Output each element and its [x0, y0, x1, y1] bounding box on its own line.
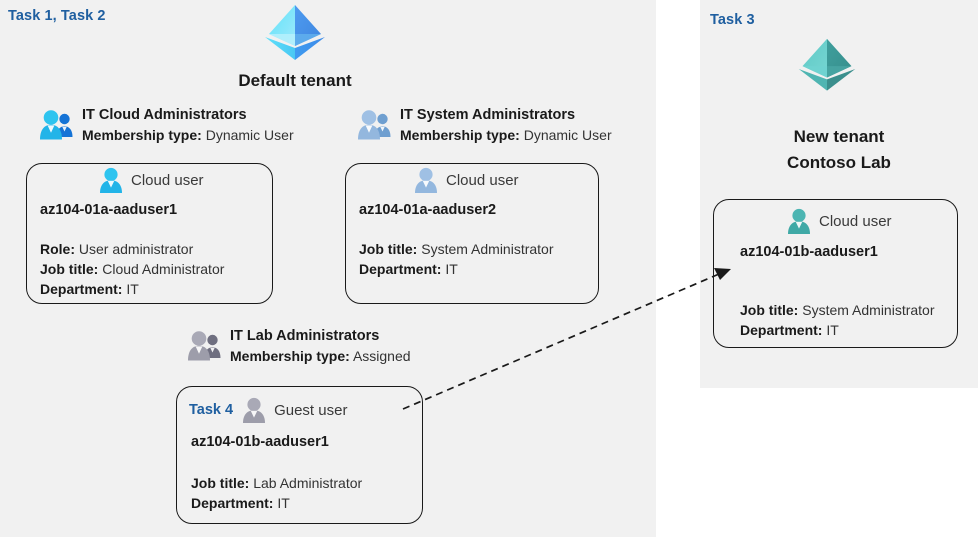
attr-label: Department: [40, 281, 123, 297]
task-label-1-2: Task 1, Task 2 [8, 8, 106, 24]
group-users-icon [38, 106, 76, 146]
attr-value: System Administrator [802, 302, 935, 318]
membership-value: Dynamic User [205, 127, 294, 143]
attr-value: IT [826, 322, 839, 338]
group-it-system-administrators: IT System Administrators Membership type… [356, 106, 612, 146]
attr-value: User administrator [78, 241, 194, 257]
membership-label: Membership type: [400, 127, 520, 143]
attr-label: Department: [191, 495, 274, 511]
attr-label: Job title: [191, 475, 250, 491]
user-upn: az104-01b-aaduser1 [740, 244, 878, 260]
group-membership: Membership type: Dynamic User [82, 125, 294, 145]
user-card-az104-01b-aaduser1-guest[interactable] [176, 386, 423, 524]
attr-value: IT [126, 281, 139, 297]
user-card-az104-01a-aaduser1[interactable] [26, 163, 273, 304]
attr-job-title: Job title: System Administrator [359, 239, 554, 259]
cloud-user-icon [413, 166, 439, 194]
attr-label: Department: [359, 261, 442, 277]
cloud-user-icon [98, 166, 124, 194]
task-label-4: Task 4 [189, 402, 234, 418]
user-type-row: Cloud user [413, 166, 519, 194]
new-tenant-title: New tenant [793, 127, 885, 146]
user-type-label: Cloud user [446, 171, 519, 189]
membership-label: Membership type: [230, 348, 350, 364]
group-users-icon [186, 327, 224, 367]
user-attributes: Role: User administrator Job title: Clou… [40, 239, 224, 299]
user-type-row: Cloud user [98, 166, 204, 194]
attr-value: Cloud Administrator [102, 261, 225, 277]
attr-job-title: Job title: Lab Administrator [191, 473, 362, 493]
membership-label: Membership type: [82, 127, 202, 143]
user-upn: az104-01b-aaduser1 [191, 434, 329, 450]
group-membership: Membership type: Dynamic User [400, 125, 612, 145]
user-type-row: Cloud user [786, 207, 892, 235]
default-tenant-icon [259, 3, 331, 71]
attr-label: Job title: [359, 241, 418, 257]
attr-value: Lab Administrator [253, 475, 363, 491]
group-name: IT Cloud Administrators [82, 107, 247, 123]
attr-department: Department: IT [740, 320, 935, 340]
user-attributes: Job title: Lab Administrator Department:… [191, 473, 362, 513]
attr-label: Job title: [740, 302, 799, 318]
attr-label: Role: [40, 241, 75, 257]
membership-value: Assigned [352, 348, 411, 364]
attr-job-title: Job title: System Administrator [740, 300, 935, 320]
attr-label: Department: [740, 322, 823, 338]
attr-value: System Administrator [421, 241, 554, 257]
guest-user-icon [241, 396, 267, 424]
user-attributes: Job title: System Administrator Departme… [740, 300, 935, 340]
user-type-row: Task 4 Guest user [189, 396, 347, 424]
user-type-label: Cloud user [131, 171, 204, 189]
default-tenant-panel [0, 0, 656, 537]
user-type-label: Cloud user [819, 212, 892, 230]
attr-value: IT [277, 495, 290, 511]
attr-job-title: Job title: Cloud Administrator [40, 259, 224, 279]
task-label-3: Task 3 [710, 12, 755, 28]
attr-department: Department: IT [359, 259, 554, 279]
group-users-icon [356, 106, 394, 146]
cloud-user-icon [786, 207, 812, 235]
user-upn: az104-01a-aaduser1 [40, 202, 178, 218]
group-it-cloud-administrators: IT Cloud Administrators Membership type:… [38, 106, 294, 146]
user-attributes: Job title: System Administrator Departme… [359, 239, 554, 279]
membership-value: Dynamic User [523, 127, 612, 143]
user-upn: az104-01a-aaduser2 [359, 202, 497, 218]
new-tenant-subtitle: Contoso Lab [787, 153, 891, 172]
group-membership: Membership type: Assigned [230, 346, 411, 366]
new-tenant-icon [793, 37, 861, 101]
attr-value: IT [445, 261, 458, 277]
group-it-lab-administrators: IT Lab Administrators Membership type: A… [186, 327, 411, 367]
default-tenant-title: Default tenant [238, 71, 352, 90]
group-name: IT Lab Administrators [230, 328, 380, 344]
attr-role: Role: User administrator [40, 239, 224, 259]
attr-department: Department: IT [191, 493, 362, 513]
user-type-label: Guest user [274, 401, 348, 419]
group-name: IT System Administrators [400, 107, 576, 123]
attr-label: Job title: [40, 261, 99, 277]
attr-department: Department: IT [40, 279, 224, 299]
